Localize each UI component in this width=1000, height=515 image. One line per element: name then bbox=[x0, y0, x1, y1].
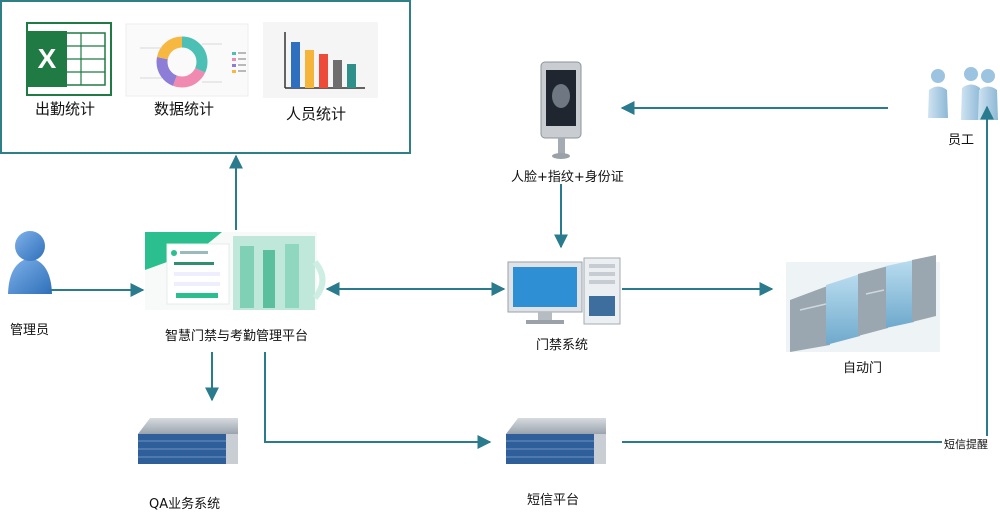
staff-label: 员工 bbox=[948, 133, 975, 148]
computer-server-icon bbox=[507, 257, 621, 325]
rack-server-icon bbox=[138, 418, 238, 464]
attendance-stats-label: 出勤统计 bbox=[35, 100, 96, 118]
auto-gate-label: 自动门 bbox=[843, 361, 883, 376]
face-recognition-terminal-icon bbox=[540, 61, 582, 159]
qa-system-label: QA业务系统 bbox=[149, 497, 221, 512]
sms-reminder-edge-label: 短信提醒 bbox=[942, 436, 990, 452]
staff-group-icon bbox=[928, 67, 998, 120]
access-system-label: 门禁系统 bbox=[536, 338, 589, 353]
rack-server-icon bbox=[506, 418, 606, 464]
sms-platform-label: 短信平台 bbox=[527, 493, 580, 508]
platform-label: 智慧门禁与考勤管理平台 bbox=[165, 329, 309, 344]
personnel-stats-label: 人员统计 bbox=[286, 105, 347, 123]
data-stats-label: 数据统计 bbox=[154, 100, 215, 118]
face-terminal-label: 人脸+指纹+身份证 bbox=[511, 170, 624, 185]
admin-person-icon bbox=[8, 231, 52, 294]
donut-chart-icon bbox=[125, 23, 249, 97]
platform-screen-icon bbox=[145, 232, 326, 310]
excel-letter: X bbox=[38, 43, 57, 74]
edge-platform-to-sms bbox=[264, 352, 492, 449]
bar-chart-icon bbox=[263, 22, 378, 98]
excel-icon: X bbox=[26, 22, 112, 96]
admin-label: 管理员 bbox=[10, 323, 50, 338]
turnstile-gate-icon bbox=[786, 255, 940, 352]
